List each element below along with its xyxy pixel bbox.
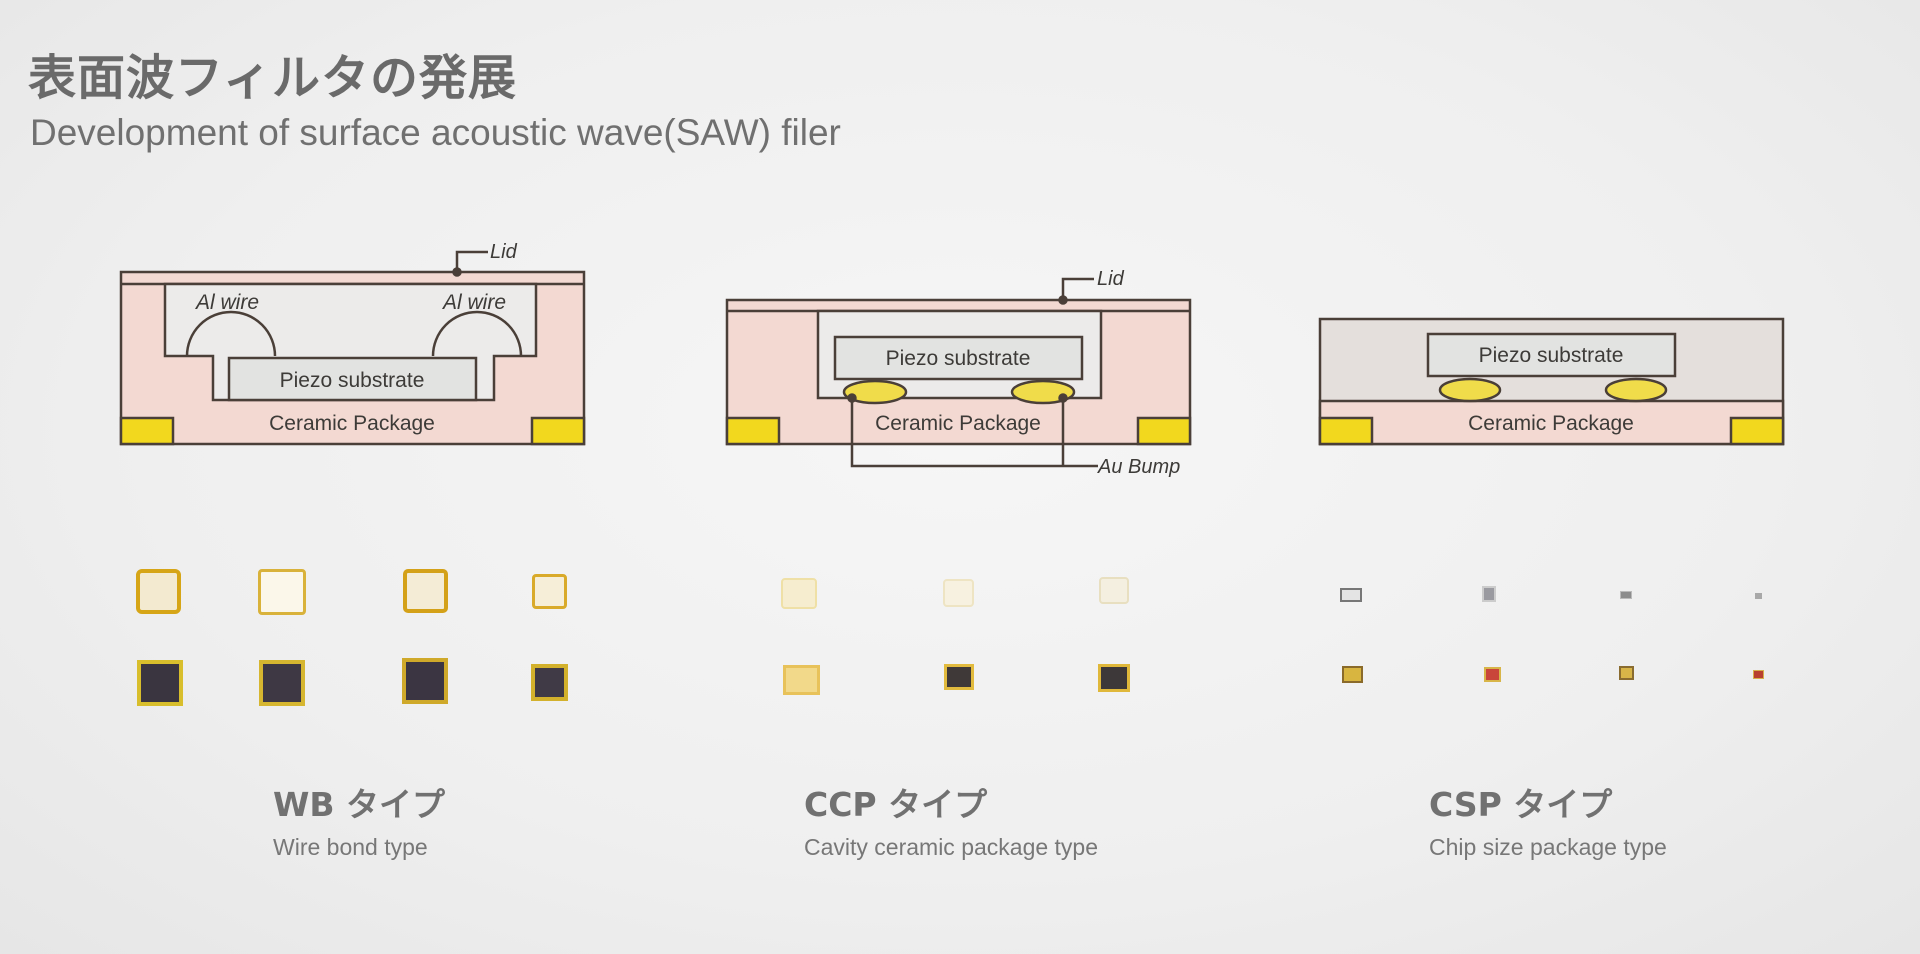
csp-type-jp: CSP タイプ bbox=[1429, 785, 1613, 824]
wb-chip-bottom-4 bbox=[531, 664, 568, 701]
ccp-lid-leader bbox=[1061, 277, 1094, 300]
csp-chip-top-2 bbox=[1482, 586, 1496, 602]
wb-wire-left-label: Al wire bbox=[194, 291, 259, 314]
wb-type-jp: WB タイプ bbox=[273, 785, 446, 824]
ccp-bump-label: Au Bump bbox=[1097, 456, 1180, 478]
wb-substrate-label: Piezo substrate bbox=[280, 369, 425, 392]
csp-bump-left bbox=[1438, 377, 1502, 403]
wb-type-en: Wire bond type bbox=[273, 834, 428, 860]
ccp-substrate-label: Piezo substrate bbox=[886, 347, 1031, 370]
wb-lid-leader bbox=[455, 250, 488, 272]
ccp-cross-section bbox=[725, 277, 1192, 468]
ccp-type-label: CCP タイプ Cavity ceramic package type bbox=[804, 778, 1098, 861]
ccp-pad-right bbox=[1136, 416, 1192, 446]
csp-bump-right bbox=[1604, 377, 1668, 403]
ccp-bump-dot-left bbox=[847, 393, 857, 403]
csp-chip-bottom-4 bbox=[1753, 670, 1764, 679]
page-title-en: Development of surface acoustic wave(SAW… bbox=[30, 112, 841, 153]
wb-piezo-substrate bbox=[227, 356, 478, 402]
csp-package-label: Ceramic Package bbox=[1468, 412, 1634, 435]
ccp-package-label: Ceramic Package bbox=[875, 412, 1041, 435]
ccp-pad-left bbox=[725, 416, 781, 446]
wb-al-wire-left bbox=[185, 310, 277, 357]
wb-chip-bottom-3 bbox=[402, 658, 448, 704]
wb-type-label: WB タイプ Wire bond type bbox=[273, 778, 445, 861]
wb-chip-top-4 bbox=[532, 574, 567, 609]
ccp-chip-top-1 bbox=[781, 578, 817, 609]
wb-chip-bottom-1 bbox=[137, 660, 183, 706]
wb-lid-label: Lid bbox=[490, 241, 518, 263]
ccp-lid-dot bbox=[1058, 295, 1068, 305]
csp-type-en: Chip size package type bbox=[1429, 834, 1667, 860]
page-title-jp: 表面波フィルタの発展 bbox=[28, 50, 518, 106]
ccp-bump-dot-right bbox=[1058, 393, 1068, 403]
ccp-type-jp: CCP タイプ bbox=[804, 785, 988, 824]
csp-chip-bottom-3 bbox=[1619, 666, 1634, 680]
wb-pad-left bbox=[119, 416, 175, 446]
wb-chip-bottom-2 bbox=[259, 660, 305, 706]
ccp-bump-left bbox=[842, 379, 908, 405]
csp-piezo-substrate bbox=[1426, 332, 1677, 378]
csp-chip-top-1 bbox=[1340, 588, 1362, 602]
ccp-chip-top-3 bbox=[1099, 577, 1129, 604]
wb-package-label: Ceramic Package bbox=[269, 412, 435, 435]
wb-al-wire-right bbox=[431, 310, 523, 357]
ccp-type-en: Cavity ceramic package type bbox=[804, 834, 1099, 860]
ccp-chip-bottom-1 bbox=[783, 665, 820, 695]
csp-chip-top-3 bbox=[1620, 591, 1632, 599]
csp-chip-bottom-2 bbox=[1484, 667, 1501, 682]
csp-chip-top-4 bbox=[1755, 593, 1762, 599]
wb-pad-right bbox=[530, 416, 586, 446]
csp-pad-right bbox=[1729, 416, 1785, 446]
csp-cross-section bbox=[1318, 317, 1785, 446]
ccp-chip-top-2 bbox=[943, 579, 974, 607]
ccp-chip-bottom-2 bbox=[944, 664, 974, 690]
ccp-piezo-substrate bbox=[833, 335, 1084, 381]
wb-lid-dot bbox=[452, 267, 462, 277]
wb-cross-section bbox=[119, 250, 586, 446]
wb-chip-top-3 bbox=[403, 569, 448, 613]
wb-chip-top-2 bbox=[258, 569, 306, 615]
wb-wire-right-label: Al wire bbox=[441, 291, 506, 314]
wb-chip-top-1 bbox=[136, 569, 181, 614]
ccp-lid-label: Lid bbox=[1097, 268, 1125, 290]
ccp-chip-bottom-3 bbox=[1098, 664, 1130, 692]
ccp-bump-leader-left bbox=[850, 398, 1098, 468]
csp-substrate-label: Piezo substrate bbox=[1479, 344, 1624, 367]
csp-type-label: CSP タイプ Chip size package type bbox=[1429, 778, 1667, 861]
csp-chip-bottom-1 bbox=[1342, 666, 1363, 683]
csp-pad-left bbox=[1318, 416, 1374, 446]
